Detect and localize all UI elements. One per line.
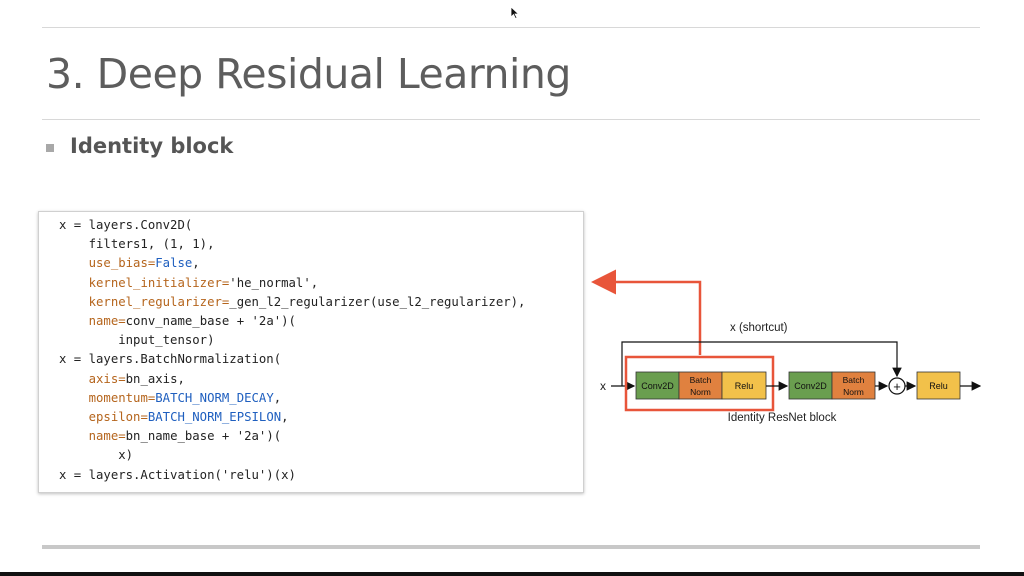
- conv2d-label-2: Conv2D: [794, 381, 827, 391]
- bottom-divider: [42, 545, 980, 549]
- plus-icon: +: [893, 379, 901, 394]
- code-line: x = layers.Activation('relu')(x): [59, 467, 296, 482]
- code-line: x): [59, 448, 134, 463]
- relu-block-1: [721, 371, 767, 400]
- code-line: name=bn_name_base + '2a')(: [88, 429, 282, 444]
- code-line: axis=bn_axis,: [88, 371, 185, 386]
- batchnorm-block-2: [831, 371, 876, 400]
- code-line: filters1, (1, 1),: [59, 237, 215, 252]
- input-label: x: [600, 379, 606, 393]
- highlight-pointer-arrow: [591, 269, 702, 355]
- shortcut-connection: [621, 341, 902, 386]
- batchnorm-label-2a: Batch: [843, 375, 865, 385]
- code-line: kernel_regularizer=_gen_l2_regularizer(u…: [88, 294, 526, 309]
- batchnorm-label-2b: Norm: [843, 387, 864, 397]
- mouse-cursor-icon: [510, 6, 520, 20]
- conv2d-label-1: Conv2D: [641, 381, 674, 391]
- top-divider: [42, 27, 980, 28]
- code-line: kernel_initializer='he_normal',: [88, 275, 319, 290]
- bottom-edge-bar: [0, 572, 1024, 576]
- code-line: name=conv_name_base + '2a')(: [88, 314, 296, 329]
- conv2d-block-2: [788, 371, 833, 400]
- diagram-caption: Identity ResNet block: [728, 412, 837, 424]
- highlight-box: [624, 355, 775, 412]
- batchnorm-label-1b: Norm: [690, 387, 711, 397]
- bullet-square-icon: [46, 144, 54, 152]
- code-line: input_tensor): [59, 333, 215, 348]
- slide-title: 3. Deep Residual Learning: [46, 50, 571, 98]
- title-divider: [42, 119, 980, 120]
- relu-label-1: Relu: [735, 381, 754, 391]
- code-block: x = layers.Conv2D( filters1, (1, 1), use…: [59, 216, 525, 485]
- bullet-heading: Identity block: [70, 134, 234, 158]
- code-line: use_bias=False,: [88, 256, 200, 271]
- relu-label-2: Relu: [929, 381, 948, 391]
- shortcut-label: x (shortcut): [730, 322, 788, 334]
- batchnorm-label-1a: Batch: [690, 375, 712, 385]
- code-line: momentum=BATCH_NORM_DECAY,: [88, 390, 282, 405]
- batchnorm-block-1: [678, 371, 723, 400]
- code-line: epsilon=BATCH_NORM_EPSILON,: [88, 410, 289, 425]
- code-snippet: x = layers.Conv2D( filters1, (1, 1), use…: [38, 211, 584, 493]
- code-line: x = layers.BatchNormalization(: [59, 352, 282, 367]
- code-line: x = layers.Conv2D(: [59, 218, 193, 232]
- relu-block-2: [916, 371, 961, 400]
